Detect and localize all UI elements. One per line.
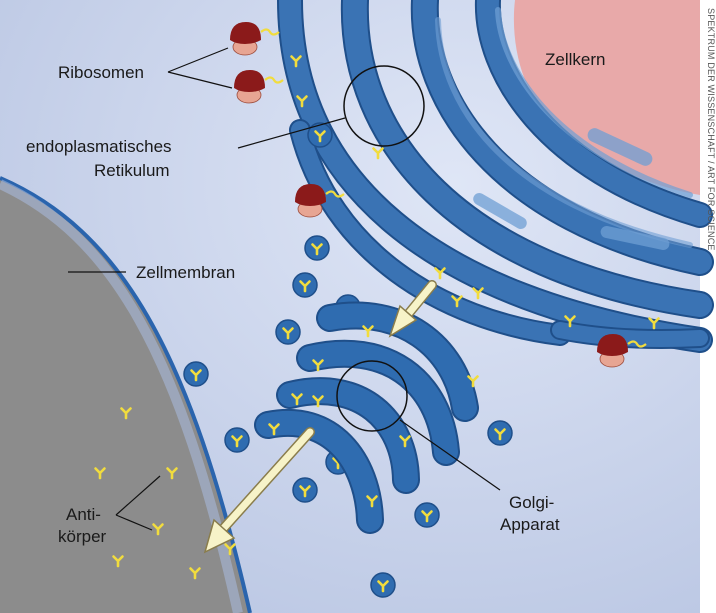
image-credit: SPEKTRUM DER WISSENSCHAFT / ART FOR SCIE…	[706, 8, 716, 251]
label-ribosomen: Ribosomen	[58, 63, 144, 82]
label-golgi-line1: Golgi-	[509, 493, 554, 512]
label-zellmembran: Zellmembran	[136, 263, 235, 282]
label-er-line2: Retikulum	[94, 161, 170, 180]
label-antikoerper-line2: körper	[58, 527, 107, 546]
label-zellkern: Zellkern	[545, 50, 605, 69]
label-er-line1: endoplasmatisches	[26, 137, 172, 156]
label-antikoerper-line1: Anti-	[66, 505, 101, 524]
label-golgi-line2: Apparat	[500, 515, 560, 534]
